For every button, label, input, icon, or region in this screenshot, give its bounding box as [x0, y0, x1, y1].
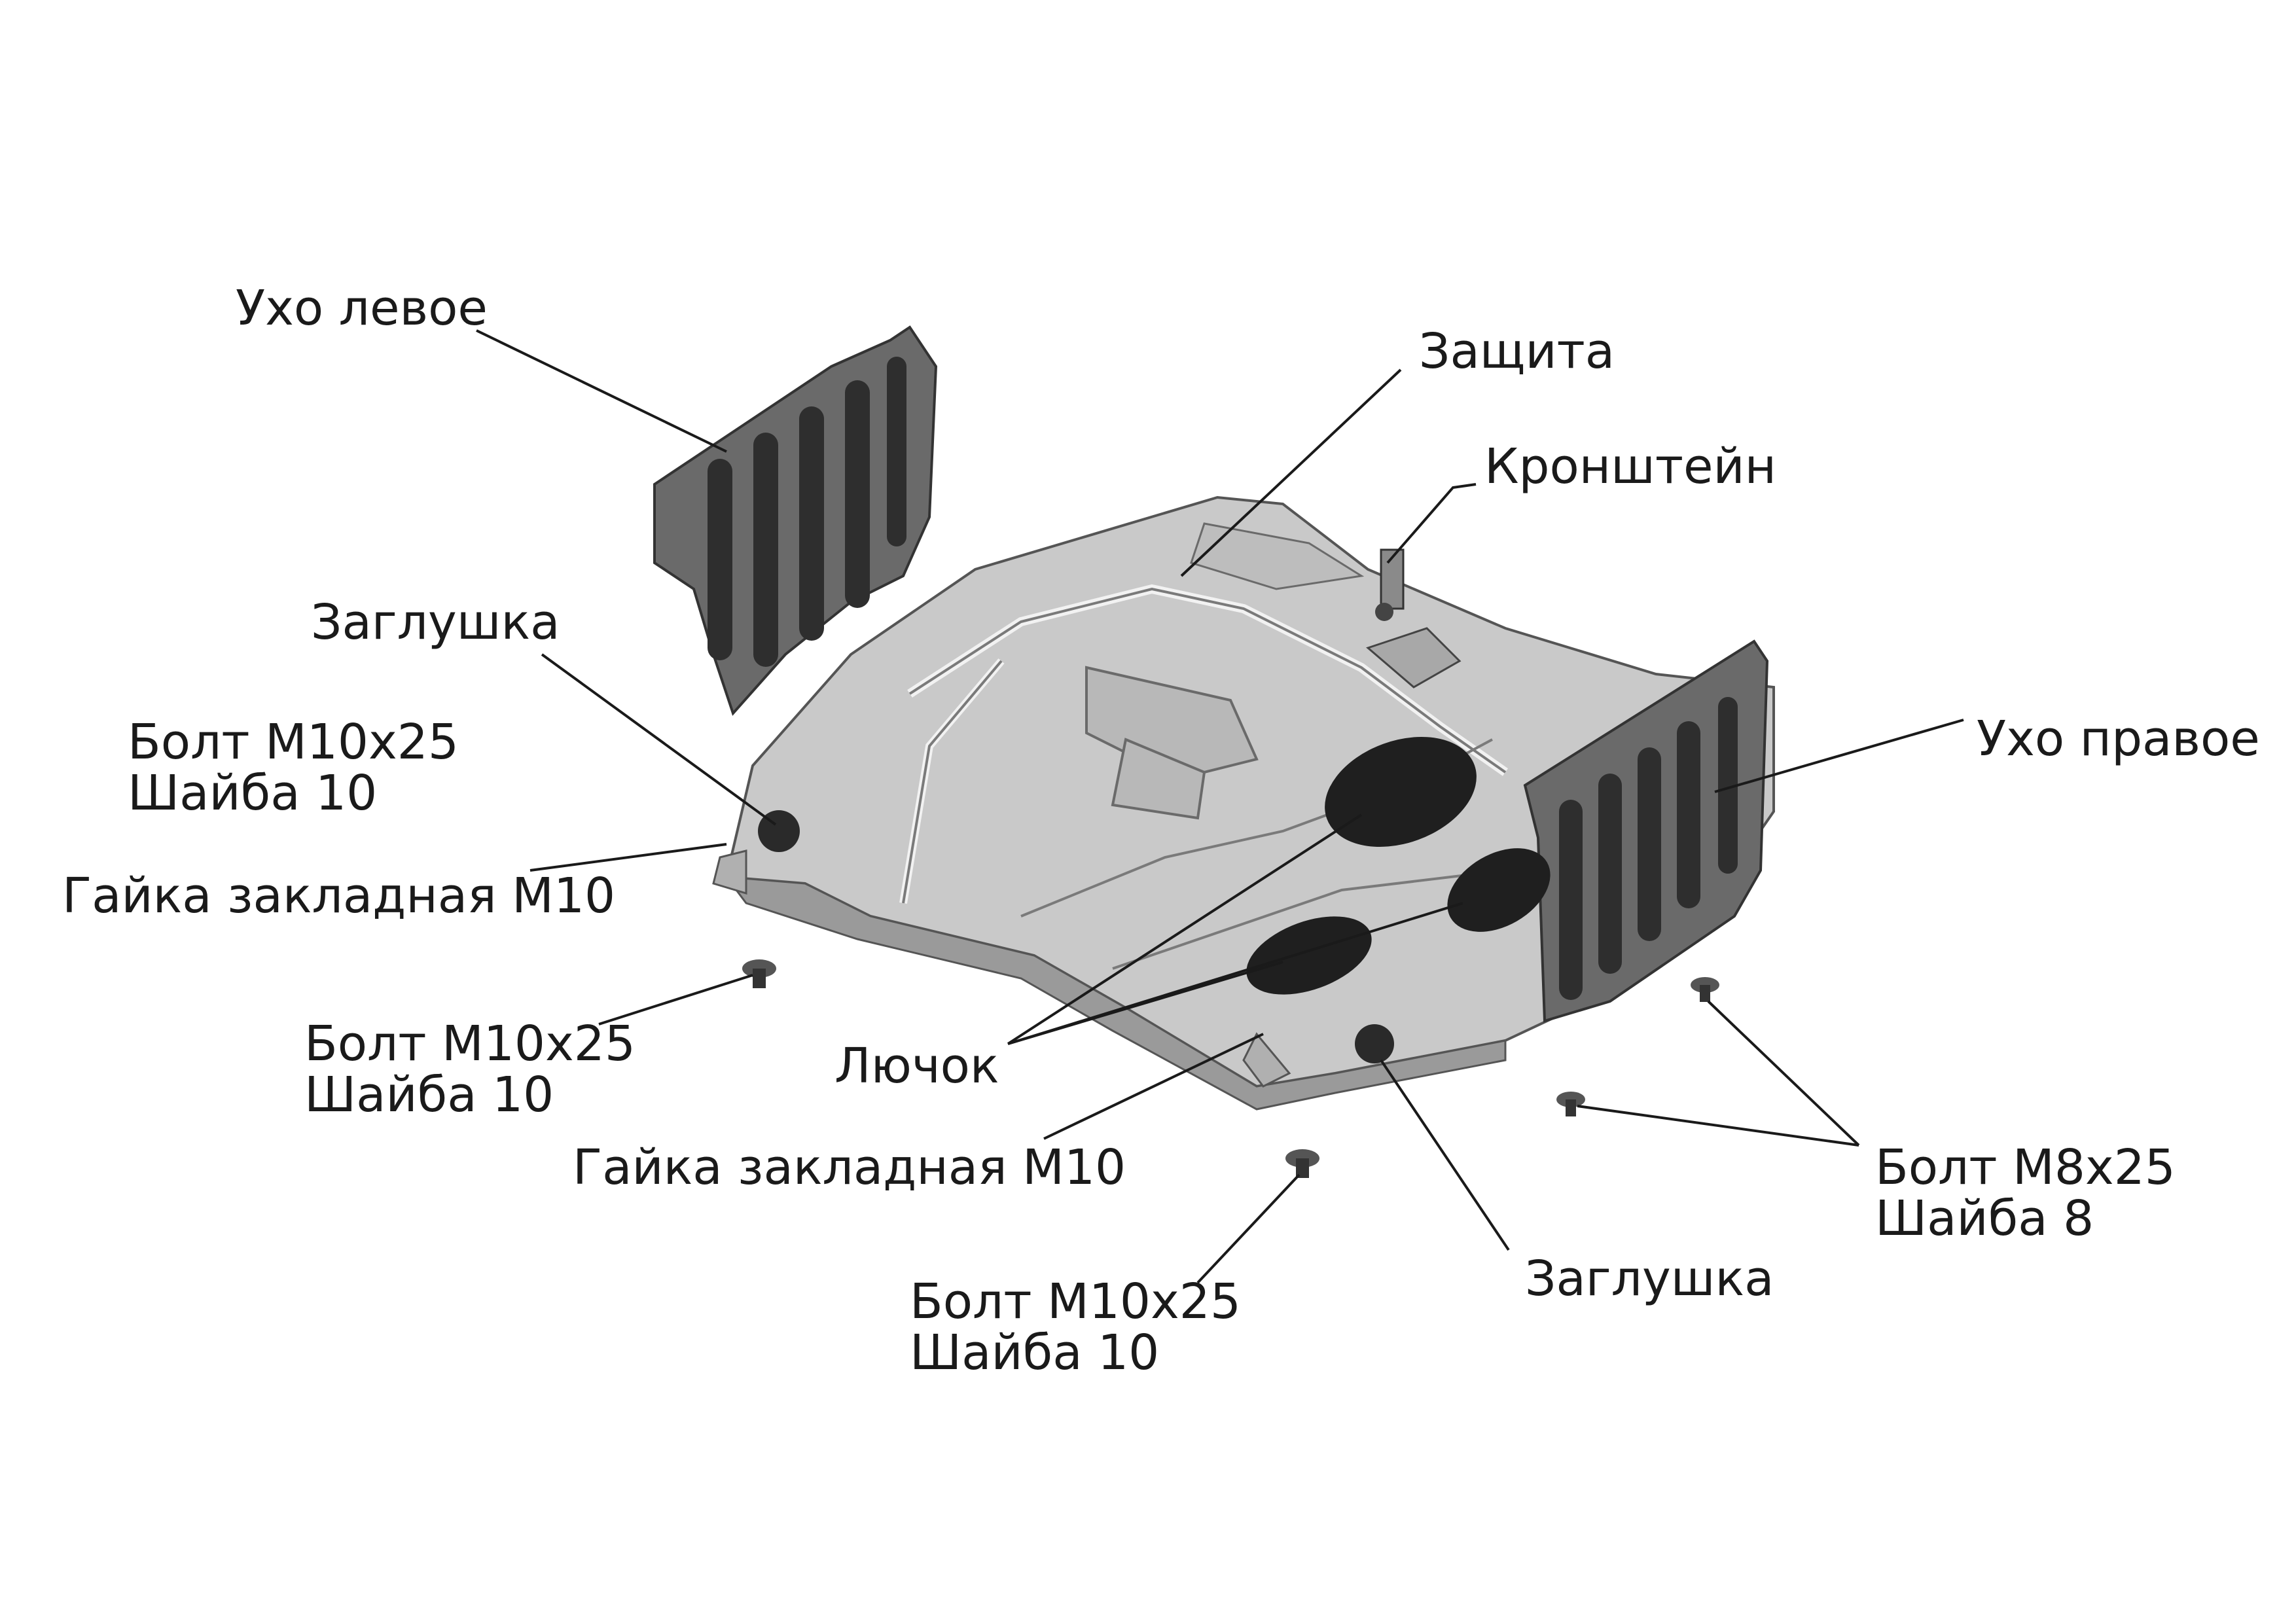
label-bolt-mid: Болт М10х25 Шайба 10	[304, 1018, 636, 1120]
label-bolt-left-top: Болт М10х25 Шайба 10	[128, 717, 459, 819]
label-bolt-m8-line2: Шайба 8	[1875, 1190, 2094, 1247]
label-kronshtein: Кронштейн	[1484, 438, 1776, 495]
leader-bolt-bottom	[1196, 1173, 1300, 1284]
leader-lyuchok-3	[1007, 902, 1463, 1045]
leader-ukho-levoe	[476, 329, 727, 453]
bolt-m8-center	[1556, 1092, 1585, 1116]
leader-zaglushka-bottom	[1380, 1059, 1510, 1251]
leader-ukho-pravoe	[1714, 719, 1964, 793]
label-ukho-pravoe: Ухо правое	[1977, 711, 2260, 767]
label-bolt-mid-line1: Болт М10х25	[304, 1016, 636, 1072]
leader-bolt-mid	[598, 974, 753, 1026]
label-gaika-left: Гайка закладная М10	[62, 868, 616, 924]
bracket	[1366, 548, 1462, 688]
label-bolt-bottom: Болт М10х25 Шайба 10	[910, 1276, 1241, 1378]
leader-zaglushka-left	[541, 653, 777, 826]
label-bolt-m8-line1: Болт М8х25	[1875, 1139, 2176, 1196]
label-zaglushka-left: Заглушка	[311, 594, 560, 651]
bolt-m8-right	[1691, 977, 1719, 1002]
label-gaika-center: Гайка закладная М10	[573, 1139, 1126, 1196]
label-zashchita: Защита	[1419, 323, 1615, 380]
left-ear	[653, 325, 938, 716]
leader-zashchita	[1180, 368, 1402, 577]
leader-gaika-center	[1043, 1033, 1264, 1140]
label-bolt-left-top-line2: Шайба 10	[128, 765, 378, 821]
bolt-m10-left	[742, 959, 776, 988]
bottom-plug	[1355, 1024, 1394, 1063]
right-ear	[1523, 639, 1769, 1023]
label-bolt-m8: Болт М8х25 Шайба 8	[1875, 1142, 2176, 1244]
protection-plate	[712, 495, 1775, 1111]
label-ukho-levoe: Ухо левое	[236, 280, 488, 336]
label-lyuchok: Лючок	[834, 1038, 999, 1094]
label-bolt-mid-line2: Шайба 10	[304, 1067, 554, 1123]
label-bolt-left-top-line1: Болт М10х25	[128, 714, 459, 770]
leader-lyuchok-1	[1007, 813, 1363, 1045]
label-bolt-bottom-line2: Шайба 10	[910, 1325, 1160, 1381]
label-bolt-bottom-line1: Болт М10х25	[910, 1274, 1241, 1330]
leader-kronshtein	[1386, 483, 1477, 564]
leader-bolt-m8-2	[1577, 1105, 1859, 1147]
leader-lines	[476, 329, 1964, 1284]
leader-bolt-m8-1	[1707, 1000, 1860, 1147]
label-zaglushka-bottom: Заглушка	[1525, 1251, 1774, 1307]
leader-gaika-left	[529, 843, 727, 872]
bolt-m10-bottom	[1285, 1149, 1319, 1178]
hatches	[1246, 736, 1551, 995]
